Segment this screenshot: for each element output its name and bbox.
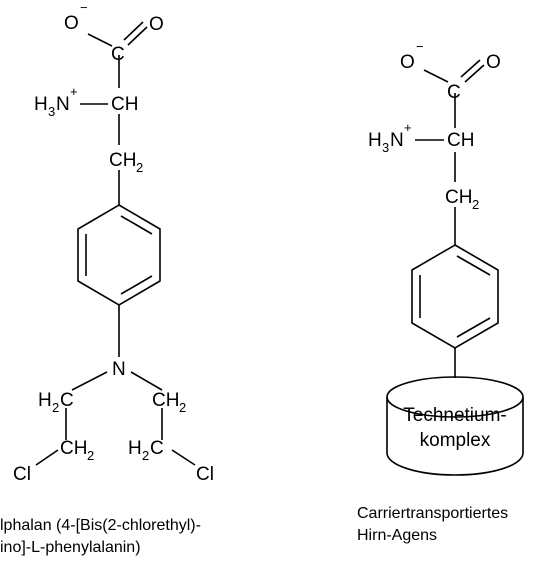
right-methylene-sub: 2 <box>472 197 479 212</box>
left-ring-nitrogen: N <box>112 359 126 380</box>
right-benzene-ring <box>411 244 499 349</box>
left-amine-h-count: 3 <box>48 104 55 119</box>
right-c-o-double-bond-a <box>460 59 481 78</box>
left-ring-inner-bond-1 <box>120 215 153 235</box>
left-caption-line2: ino]-L-phenylalanin) <box>0 539 141 556</box>
left-arm-right-upper: CH <box>152 390 179 411</box>
left-carboxylate-oxygen: O <box>64 13 79 34</box>
left-carboxylate-charge: − <box>80 0 88 15</box>
technetium-complex-cylinder-body <box>386 397 524 476</box>
right-carboxylate-charge: − <box>416 39 424 54</box>
right-molecule: O − C O H 3 N + CH CH 2 Technetium- komp… <box>357 39 524 544</box>
left-arm-left-lower: CH <box>60 438 87 459</box>
left-chlorine-left: Cl <box>13 464 31 485</box>
left-arm-left-cl-bond <box>35 449 59 466</box>
left-arm-right-lower-sub: 2 <box>142 448 149 463</box>
right-amine-charge: + <box>404 120 412 135</box>
left-arm-left-lower-sub: 2 <box>87 448 94 463</box>
left-arm-right-upper-sub: 2 <box>179 400 186 415</box>
right-caption-line2: Hirn-Agens <box>357 527 437 544</box>
left-methylene-sub: 2 <box>136 160 143 175</box>
left-molecule: O − C O H 3 N + CH CH 2 N H 2 C CH 2 CH … <box>0 0 214 556</box>
right-methylene: CH <box>445 187 472 208</box>
technetium-complex-cylinder-top <box>386 376 524 418</box>
left-c-o-double-bond-b <box>127 26 148 46</box>
left-arm-left-upper-c: C <box>60 390 74 411</box>
left-arm-right-lower-c: C <box>150 438 164 459</box>
left-benzene-ring <box>77 204 161 306</box>
left-c-o-minus-bond <box>87 33 113 47</box>
right-carbonyl-oxygen: O <box>486 52 501 73</box>
left-methylene: CH <box>109 150 136 171</box>
left-c-o-double-bond-a <box>123 21 144 41</box>
left-chlorine-right: Cl <box>196 464 214 485</box>
left-n-arm-right-bond <box>130 371 163 391</box>
left-n-arm-left-bond <box>71 371 108 391</box>
right-ring-inner-bond-1 <box>456 255 491 276</box>
right-amine-h-count: 3 <box>382 140 389 155</box>
left-arm-left-upper-sub: 2 <box>52 400 59 415</box>
left-arm-left-upper-h: H <box>38 390 52 411</box>
technetium-complex-label-line1: Technetium- <box>403 405 507 426</box>
right-ring-inner-bond-2 <box>456 317 491 338</box>
left-ring-inner-bond-2 <box>120 275 153 295</box>
right-c-o-minus-bond <box>423 69 449 83</box>
left-carbonyl-carbon: C <box>111 44 125 65</box>
left-caption-line1: lphalan (4-[Bis(2-chlorethyl)- <box>0 517 201 534</box>
right-amine-n: N <box>390 130 404 151</box>
right-alpha-carbon: CH <box>447 130 474 151</box>
right-amine-h: H <box>368 130 382 151</box>
left-amine-h: H <box>34 94 48 115</box>
right-carboxylate-oxygen: O <box>400 52 415 73</box>
left-arm-right-lower-h: H <box>128 438 142 459</box>
left-amine-n: N <box>56 94 70 115</box>
right-c-o-double-bond-b <box>464 64 485 83</box>
right-caption-line1: Carriertransportiertes <box>357 505 508 522</box>
right-carbonyl-carbon: C <box>447 82 461 103</box>
left-arm-right-cl-bond <box>171 449 196 466</box>
left-alpha-carbon: CH <box>111 94 138 115</box>
left-carbonyl-oxygen: O <box>149 14 164 35</box>
left-amine-charge: + <box>70 84 78 99</box>
technetium-complex-label-line2: komplex <box>420 430 491 451</box>
